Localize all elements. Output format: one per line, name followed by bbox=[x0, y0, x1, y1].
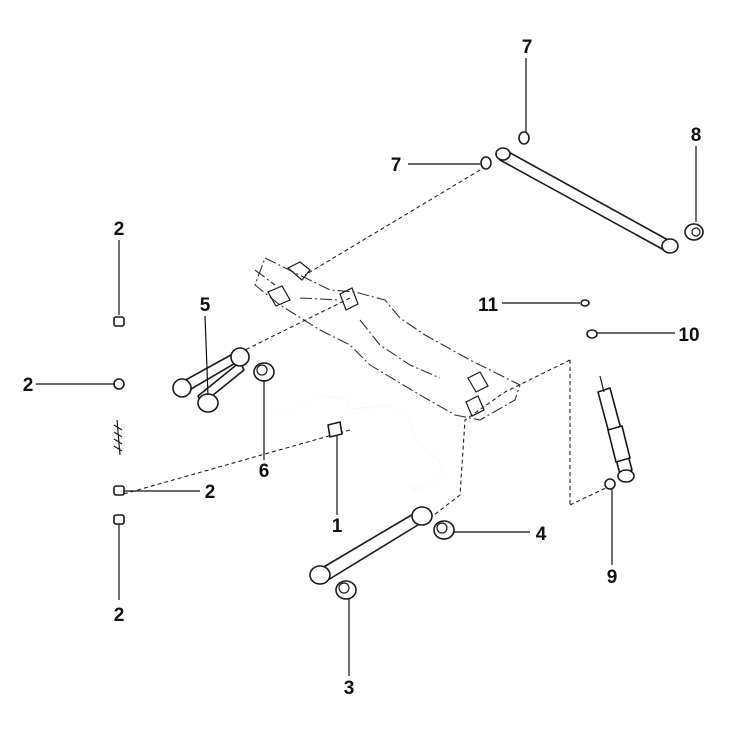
callout-10: 10 bbox=[678, 325, 699, 346]
callout-3: 3 bbox=[344, 678, 355, 699]
callout-8: 8 bbox=[691, 125, 702, 146]
bushing-6 bbox=[253, 362, 275, 382]
washer-10 bbox=[586, 329, 598, 339]
stabilizer-bar bbox=[277, 394, 444, 491]
callout-9: 9 bbox=[607, 567, 618, 588]
callout-2-bottom: 2 bbox=[114, 605, 125, 626]
callout-2-left: 2 bbox=[23, 375, 34, 396]
bushing-2-bottom bbox=[113, 514, 125, 525]
washer-9 bbox=[604, 478, 616, 490]
lower-control-arm bbox=[309, 506, 433, 585]
callout-1: 1 bbox=[332, 516, 343, 537]
stabilizer-bushing bbox=[327, 421, 343, 438]
washer-11 bbox=[580, 299, 590, 307]
callout-5: 5 bbox=[200, 295, 211, 316]
spring-bolt bbox=[113, 419, 123, 456]
leader-lines bbox=[36, 58, 697, 676]
bushing-7-upper bbox=[518, 131, 530, 145]
bushing-4 bbox=[433, 520, 455, 540]
callout-11: 11 bbox=[478, 295, 499, 316]
callout-4: 4 bbox=[536, 524, 547, 545]
callout-6: 6 bbox=[259, 461, 270, 482]
bushing-2-mid bbox=[113, 378, 125, 390]
bushing-2-top bbox=[113, 316, 125, 327]
upper-control-arm bbox=[172, 347, 250, 413]
bushing-7-left bbox=[480, 156, 492, 170]
rear-axle-housing bbox=[254, 257, 521, 421]
assembly-guide-lines bbox=[119, 169, 613, 519]
callout-numbers: 2 2 2 2 5 6 1 4 3 7 7 8 11 10 9 bbox=[23, 37, 702, 699]
callout-7-top: 7 bbox=[522, 37, 533, 58]
lateral-link-rod bbox=[495, 147, 704, 254]
callout-7-left: 7 bbox=[391, 155, 402, 176]
callout-2-top: 2 bbox=[114, 219, 125, 240]
bushing-3 bbox=[335, 580, 357, 600]
callout-2-right: 2 bbox=[205, 482, 216, 503]
bushing-2-lower bbox=[113, 485, 125, 496]
shock-absorber bbox=[597, 375, 635, 483]
